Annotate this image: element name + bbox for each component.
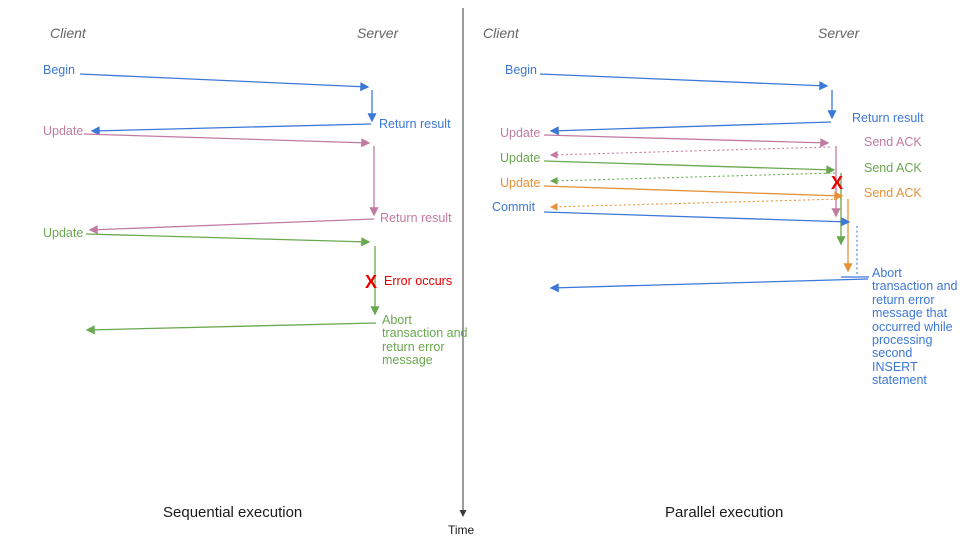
left-return-result-1-label: Return result <box>379 117 451 131</box>
left-error-occurs-label: Error occurs <box>384 274 453 288</box>
right-send-ack-1-label: Send ACK <box>864 135 922 149</box>
right-update1-request-arrow <box>543 134 830 148</box>
right-send-ack-3-label: Send ACK <box>864 186 922 200</box>
right-ack2-return-arrow <box>549 172 836 185</box>
left-begin-label: Begin <box>43 63 75 77</box>
right-update-1-label: Update <box>500 126 541 140</box>
right-client-header: Client <box>483 25 519 41</box>
right-ack3-return-arrow <box>549 198 843 211</box>
left-abort-return-arrow <box>85 322 377 335</box>
left-update1-request-arrow <box>83 133 371 148</box>
time-axis-label: Time <box>448 523 475 537</box>
right-abort-message-label: Abort transaction and return error messa… <box>872 266 958 388</box>
right-update3-request-arrow <box>543 185 844 201</box>
left-begin-return-arrow <box>90 123 372 136</box>
right-server-header: Server <box>818 25 860 41</box>
left-begin-request-arrow <box>79 73 370 92</box>
right-begin-label: Begin <box>505 63 537 77</box>
right-begin-request-arrow <box>539 73 829 91</box>
left-panel-caption: Sequential execution <box>163 504 303 521</box>
left-update-2-label: Update <box>43 226 84 240</box>
left-server-header: Server <box>357 25 399 41</box>
right-send-ack-2-label: Send ACK <box>864 161 922 175</box>
left-abort-message-label: Abort transaction and return error messa… <box>382 313 468 368</box>
right-update-3-label: Update <box>500 176 541 190</box>
left-update1-return-arrow <box>88 218 375 235</box>
left-update2-request-arrow <box>85 233 371 247</box>
left-update-1-label: Update <box>43 124 84 138</box>
right-begin-return-arrow <box>549 121 832 136</box>
right-commit-label: Commit <box>492 200 536 214</box>
right-commit-request-arrow <box>543 211 851 227</box>
right-error-x-icon: X <box>831 173 844 193</box>
left-error-x-icon: X <box>365 272 378 292</box>
right-panel-caption: Parallel execution <box>665 504 784 521</box>
left-return-result-2-label: Return result <box>380 211 452 225</box>
right-return-result-label: Return result <box>852 111 924 125</box>
right-update-2-label: Update <box>500 151 541 165</box>
left-client-header: Client <box>50 25 86 41</box>
right-update2-request-arrow <box>543 160 836 175</box>
right-abort-return-arrow <box>549 278 869 293</box>
right-ack1-return-arrow <box>549 146 831 159</box>
